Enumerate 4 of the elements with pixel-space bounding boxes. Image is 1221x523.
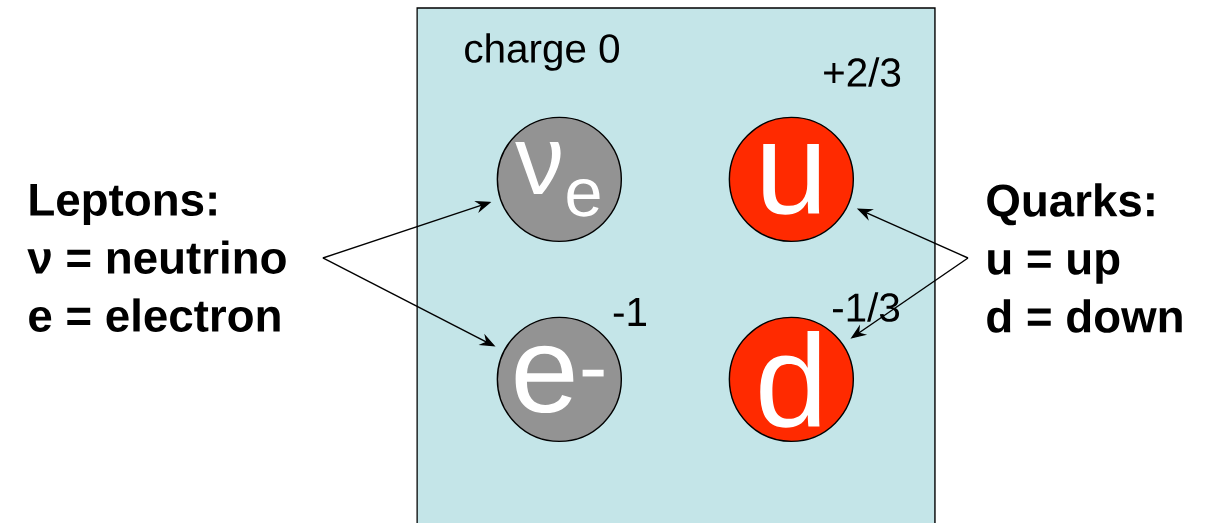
charge-label: charge 0 (465, 33, 619, 71)
legend-text: Quarks: u = up d = down (987, 183, 1182, 333)
legend-text: Leptons: ν = neutrino e = electron (27, 184, 286, 332)
charge-label: +2/3 (824, 57, 901, 87)
